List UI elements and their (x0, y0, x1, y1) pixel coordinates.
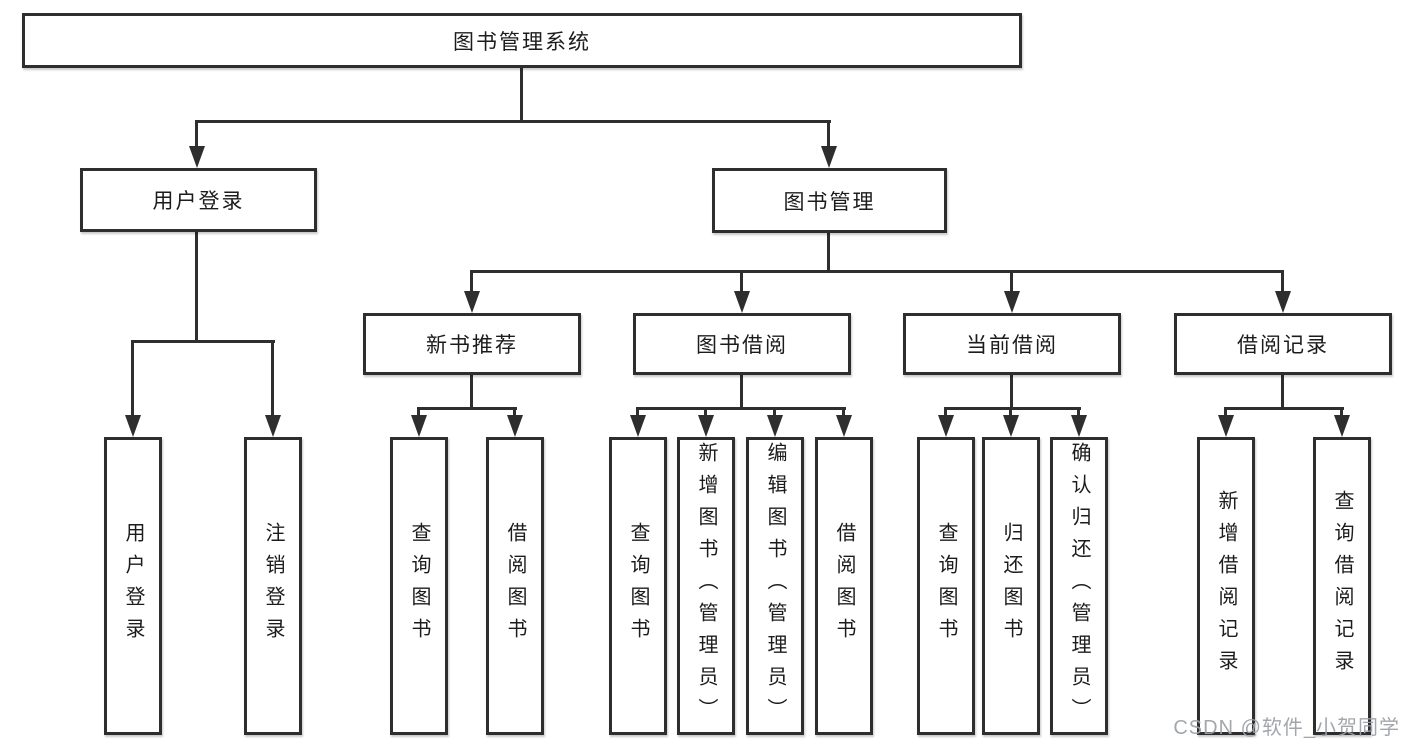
node-user-login-label: 用户登录 (152, 190, 245, 213)
leaf-add-borrow-record: 新增借阅记录 (1197, 437, 1255, 735)
connector-line (1010, 270, 1013, 291)
node-root: 图书管理系统 (22, 13, 1022, 68)
node-root-label: 图书管理系统 (453, 30, 591, 54)
connector-line (417, 407, 517, 410)
connector-line (1281, 375, 1284, 407)
leaf-query-borrow-record: 查询借阅记录 (1313, 437, 1371, 735)
connector-line (842, 407, 845, 417)
connector-line (271, 340, 274, 416)
node-user-login: 用户登录 (80, 168, 317, 232)
leaf-query-borrow-record-label: 查询借阅记录 (1331, 490, 1353, 682)
connector-line (740, 270, 743, 291)
arrowhead-down-icon (1334, 415, 1350, 437)
leaf-add-borrow-record-label: 新增借阅记录 (1215, 490, 1237, 682)
leaf-edit-book-admin: 编辑图书（管理员） (746, 437, 804, 735)
connector-line (1009, 407, 1012, 417)
connector-line (1224, 407, 1227, 417)
arrowhead-down-icon (821, 146, 837, 168)
connector-line (131, 340, 275, 343)
connector-line (417, 407, 420, 417)
connector-line (944, 407, 947, 417)
leaf-logout-login: 注销登录 (244, 437, 302, 735)
connector-line (1010, 375, 1013, 407)
leaf-borrow-books-recommend-label: 借阅图书 (504, 522, 526, 650)
leaf-confirm-return-admin-label: 确认归还（管理员） (1068, 442, 1090, 730)
connector-line (195, 232, 198, 340)
node-current-borrow-label: 当前借阅 (966, 334, 1058, 357)
node-borrow-records-label: 借阅记录 (1237, 334, 1329, 357)
connector-line (740, 375, 743, 407)
connector-line (827, 120, 830, 147)
connector-line (827, 233, 830, 270)
leaf-user-login-label: 用户登录 (122, 522, 144, 650)
arrowhead-down-icon (464, 291, 480, 313)
leaf-return-books: 归还图书 (982, 437, 1040, 735)
connector-line (470, 375, 473, 407)
node-book-management-label: 图书管理 (783, 190, 876, 214)
arrowhead-down-icon (630, 415, 646, 437)
node-book-management: 图书管理 (712, 168, 947, 233)
arrowhead-down-icon (411, 415, 427, 437)
leaf-borrow-books-recommend: 借阅图书 (486, 437, 544, 735)
leaf-query-books-recommend: 查询图书 (390, 437, 448, 735)
node-book-borrow: 图书借阅 (633, 313, 851, 375)
node-new-book-recommend-label: 新书推荐 (426, 334, 518, 357)
node-current-borrow: 当前借阅 (903, 313, 1121, 375)
connector-line (470, 270, 473, 291)
leaf-return-books-label: 归还图书 (1000, 522, 1022, 650)
leaf-query-books-recommend-label: 查询图书 (408, 522, 430, 650)
connector-line (520, 68, 523, 120)
connector-line (1224, 407, 1344, 410)
connector-line (704, 407, 707, 417)
arrowhead-down-icon (698, 415, 714, 437)
arrowhead-down-icon (836, 415, 852, 437)
node-borrow-records: 借阅记录 (1174, 313, 1392, 375)
arrowhead-down-icon (125, 415, 141, 437)
node-book-borrow-label: 图书借阅 (696, 334, 788, 357)
leaf-add-book-admin: 新增图书（管理员） (677, 437, 735, 735)
arrowhead-down-icon (265, 415, 281, 437)
watermark: CSDN @软件_小贺同学 (1173, 717, 1400, 739)
arrowhead-down-icon (1004, 291, 1020, 313)
arrowhead-down-icon (1003, 415, 1019, 437)
leaf-borrow-books-borrow-label: 借阅图书 (833, 522, 855, 650)
connector-line (944, 407, 1081, 410)
connector-line (1340, 407, 1343, 417)
connector-line (513, 407, 516, 417)
connector-line (636, 407, 846, 410)
leaf-query-books-borrow: 查询图书 (609, 437, 667, 735)
node-new-book-recommend: 新书推荐 (363, 313, 581, 375)
leaf-query-books-borrow-label: 查询图书 (627, 522, 649, 650)
arrowhead-down-icon (938, 415, 954, 437)
leaf-query-books-current-label: 查询图书 (935, 522, 957, 650)
connector-line (131, 340, 134, 416)
connector-line (1281, 270, 1284, 291)
arrowhead-down-icon (767, 415, 783, 437)
arrowhead-down-icon (1071, 415, 1087, 437)
connector-line (470, 270, 1284, 273)
arrowhead-down-icon (734, 291, 750, 313)
leaf-user-login: 用户登录 (104, 437, 162, 735)
leaf-confirm-return-admin: 确认归还（管理员） (1050, 437, 1108, 735)
arrowhead-down-icon (1275, 291, 1291, 313)
arrowhead-down-icon (507, 415, 523, 437)
leaf-edit-book-admin-label: 编辑图书（管理员） (764, 442, 786, 730)
connector-line (195, 120, 831, 123)
leaf-borrow-books-borrow: 借阅图书 (815, 437, 873, 735)
connector-line (195, 120, 198, 147)
leaf-logout-login-label: 注销登录 (262, 522, 284, 650)
leaf-add-book-admin-label: 新增图书（管理员） (695, 442, 717, 730)
connector-line (636, 407, 639, 417)
arrowhead-down-icon (189, 146, 205, 168)
arrowhead-down-icon (1218, 415, 1234, 437)
connector-line (1077, 407, 1080, 417)
connector-line (773, 407, 776, 417)
leaf-query-books-current: 查询图书 (917, 437, 975, 735)
